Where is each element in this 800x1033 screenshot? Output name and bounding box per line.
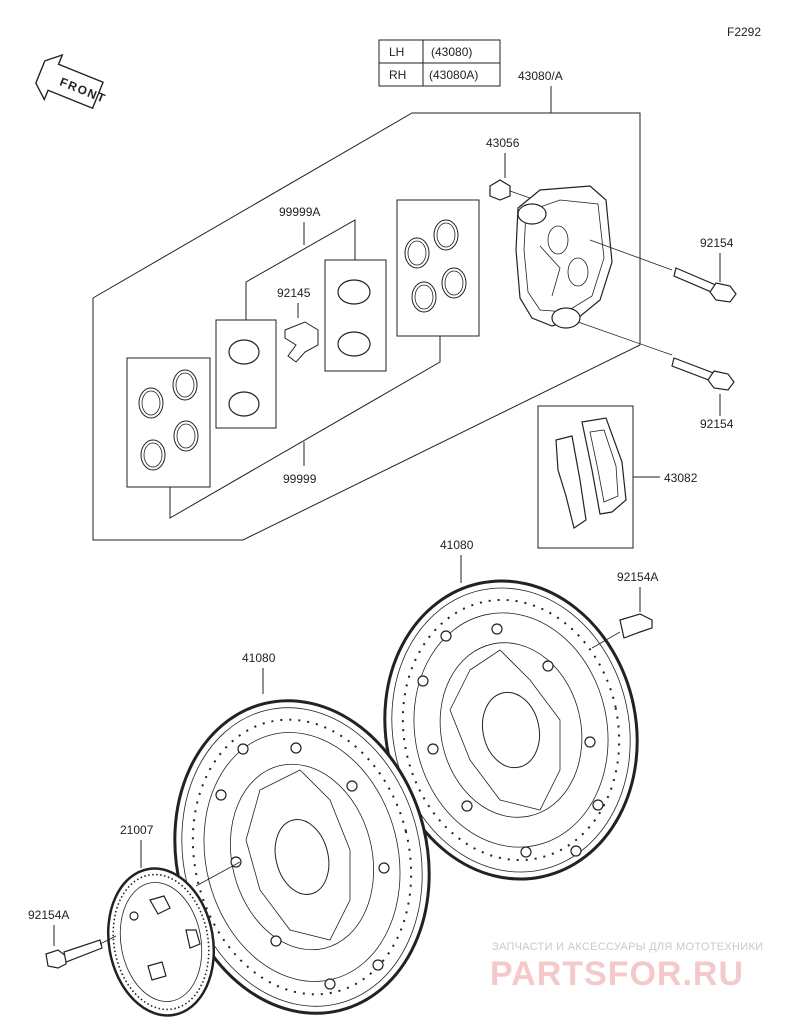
watermark-tagline: ЗАПЧАСТИ И АКСЕССУАРЫ ДЛЯ МОТОТЕХНИКИ	[492, 941, 763, 953]
label-pad-set: 43082	[664, 471, 698, 485]
disc-bolt-lh: 92154A	[28, 908, 117, 969]
label-seal-kit: 99999	[283, 472, 317, 486]
label-seal-kit-a: 99999A	[279, 205, 320, 219]
watermark-brand: PARTSFOR.RU	[490, 955, 744, 993]
label-disc-bolt-lh: 92154A	[28, 908, 69, 922]
label-disc-bolt-rh: 92154A	[617, 570, 658, 584]
variant-code-lh: (43080)	[431, 45, 472, 59]
disc-bolt-rh: 92154A	[591, 570, 658, 649]
brake-caliper	[515, 185, 673, 356]
sensor-rotor: 21007	[106, 823, 241, 1017]
label-disc-rh: 41080	[440, 538, 474, 552]
label-caliper-bolt-upper: 92154	[700, 236, 734, 250]
brake-pad-set: 43082	[537, 405, 698, 549]
variant-side-rh: RH	[389, 68, 406, 82]
caliper-assembly-outline: 43080/A	[92, 69, 641, 541]
piston-set-left	[215, 319, 277, 429]
variant-code-rh: (43080A)	[429, 68, 478, 82]
caliper-bolt-lower: 92154	[671, 357, 735, 431]
piston-set-right	[324, 259, 387, 372]
caliper-bolt-upper: 92154	[673, 236, 737, 303]
seal-kit-bracket: 99999	[169, 336, 441, 519]
brake-disc-lh: 41080	[173, 651, 431, 1015]
piston-seal-set-left	[126, 357, 211, 488]
front-arrow-icon: FRONT	[35, 53, 108, 110]
label-pad-spring: 92145	[277, 286, 311, 300]
label-sensor-rotor: 21007	[120, 823, 154, 837]
label-disc-lh: 41080	[242, 651, 276, 665]
label-caliper-assy: 43080/A	[518, 69, 563, 83]
brake-disc-rh: 41080	[383, 538, 639, 881]
variant-side-lh: LH	[389, 45, 404, 59]
pad-spring: 92145	[277, 286, 319, 363]
bleeder-valve: 43056	[486, 136, 531, 201]
watermark: ЗАПЧАСТИ И АКСЕССУАРЫ ДЛЯ МОТОТЕХНИКИ PA…	[490, 941, 763, 993]
label-caliper-bolt-lower: 92154	[700, 417, 734, 431]
figure-code: F2292	[727, 25, 761, 39]
piston-seal-set-right	[396, 199, 480, 337]
label-bleeder: 43056	[486, 136, 520, 150]
seal-kit-a-bracket: 99999A	[245, 205, 356, 320]
variant-table: LH (43080) RH (43080A)	[378, 39, 501, 87]
